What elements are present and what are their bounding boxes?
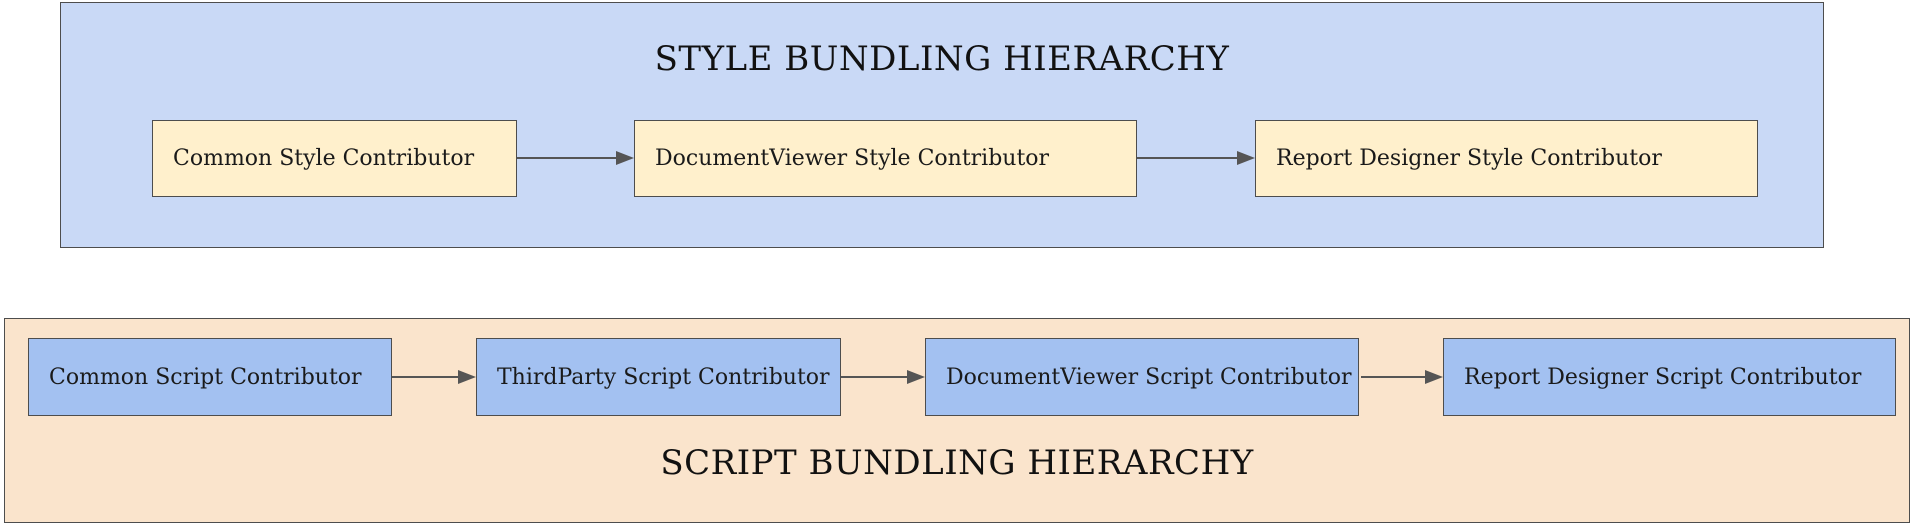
- node-common-style-contributor[interactable]: Common Style Contributor: [152, 120, 517, 197]
- node-label: DocumentViewer Style Contributor: [655, 146, 1050, 171]
- node-thirdparty-script-contributor[interactable]: ThirdParty Script Contributor: [476, 338, 841, 416]
- node-label: Report Designer Style Contributor: [1276, 146, 1662, 171]
- style-cluster-title: STYLE BUNDLING HIERARCHY: [654, 39, 1230, 79]
- node-label: Common Style Contributor: [173, 146, 475, 171]
- node-label: DocumentViewer Script Contributor: [946, 364, 1352, 390]
- script-cluster-title: SCRIPT BUNDLING HIERARCHY: [660, 443, 1254, 483]
- node-label: ThirdParty Script Contributor: [497, 364, 830, 390]
- node-report-designer-script-contributor[interactable]: Report Designer Script Contributor: [1443, 338, 1896, 416]
- node-label: Common Script Contributor: [49, 364, 362, 390]
- node-documentviewer-style-contributor[interactable]: DocumentViewer Style Contributor: [634, 120, 1137, 197]
- node-common-script-contributor[interactable]: Common Script Contributor: [28, 338, 392, 416]
- node-report-designer-style-contributor[interactable]: Report Designer Style Contributor: [1255, 120, 1758, 197]
- node-label: Report Designer Script Contributor: [1464, 364, 1862, 390]
- node-documentviewer-script-contributor[interactable]: DocumentViewer Script Contributor: [925, 338, 1359, 416]
